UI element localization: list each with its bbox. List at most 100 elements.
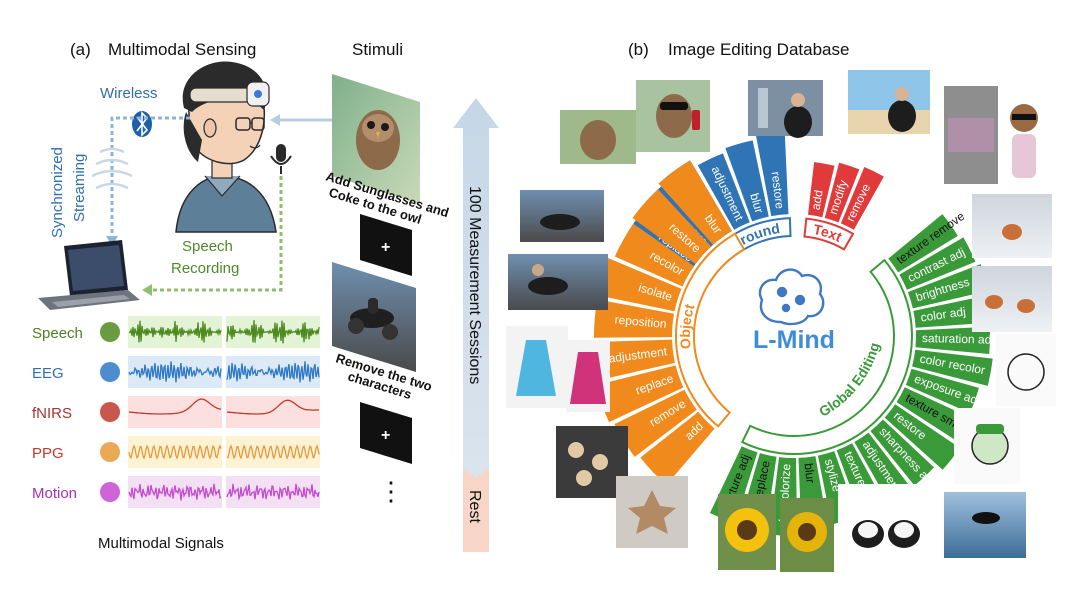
thumb-orca [944,492,1026,558]
category-item-label: blur [747,192,766,215]
category-bar [640,411,715,485]
thumb-owl-edited [636,80,710,152]
signal-row: Speech [32,316,320,348]
category-bar [870,419,934,486]
thumb-bear [1000,94,1050,182]
category-item-label: saturation adj [922,331,994,347]
person-illustration [175,61,277,233]
category-bar [840,167,884,230]
signal-panel [226,436,320,468]
category-bar [614,389,697,457]
signal-icon [100,362,120,382]
thumb-moto-2 [508,254,608,310]
thumb-moto-1 [520,190,604,242]
panel-b-label: (b) [628,40,649,59]
category-ring-segment [803,217,855,251]
fixation-cross-1: + [381,239,390,256]
fixation-cross-2: + [381,427,390,444]
thumb-sushi [838,484,934,568]
category-item-label: blur [802,462,818,483]
bluetooth-icon [132,111,152,137]
category-item-label: add [809,189,826,211]
category-bar [658,160,732,245]
panel-b-title: Image Editing Database [668,40,849,59]
category-ring-segment [675,232,746,428]
signal-label: Motion [32,485,77,502]
fixation-screen-1: + [360,214,412,276]
category-bar [594,299,675,338]
signal-icon [100,442,120,462]
signal-panel [128,396,222,428]
speech-label-line2: Recording [171,260,239,277]
category-ring-segment [740,258,913,455]
speech-dotted-line [150,176,283,292]
signal-waveform [128,444,222,460]
category-item-label: restore [769,171,787,210]
category-item-label: color adj [920,304,967,324]
category-bar [596,365,684,423]
category-bar [824,162,860,223]
signal-row: EEG [32,356,320,388]
thumb-dress-blue [506,326,568,408]
laptop-icon [38,240,140,310]
category-bar [725,140,769,222]
thumb-comic-1 [996,334,1056,406]
signal-label: PPG [32,445,64,462]
panel-a-title: Multimodal Sensing [108,40,256,59]
thumb-fox-snow-2 [972,266,1052,332]
category-item-label: reposition [614,313,667,331]
rest-label: Rest [466,490,483,523]
stimuli-ellipsis: ⋮ [378,476,404,506]
stimulus-owl-image [332,74,420,204]
thumb-man-lab [748,80,823,138]
signal-waves-icon [91,147,133,190]
panel-a-label: (a) [70,40,91,59]
microphone-icon [270,144,292,174]
signal-icon [100,322,120,342]
thumb-sunflower-1 [718,494,776,570]
category-sunburst: Backgroundreplaceremoveaddadjustmentblur… [594,132,994,540]
brain-icon [758,268,825,326]
signal-waveform [226,444,320,460]
thumb-comic-2 [954,408,1020,484]
stimulus-arrowhead [270,114,280,126]
thumb-man-beach [848,70,930,134]
speech-label-line1: Speech [182,238,233,255]
signal-label: EEG [32,365,64,382]
category-bar [907,264,989,309]
category-bar [594,257,682,312]
category-bar [912,349,993,386]
signal-row: fNIRS [32,396,320,428]
category-bar [697,153,750,230]
category-bar [905,368,979,413]
category-bar [896,387,972,443]
sync-label-line2: Streaming [71,154,88,222]
thumb-sunflower-2 [780,498,834,572]
category-bar [598,339,676,380]
signal-waveform [226,361,320,383]
category-bar [614,223,695,287]
signal-icon [100,402,120,422]
signal-row: PPG [32,436,320,468]
thumb-sign-original [944,86,998,184]
signal-waveform [128,361,222,383]
thumb-dress-pink [566,340,610,412]
signal-panel [226,396,320,428]
signal-waveform [128,398,222,415]
fixation-screen-2: + [360,402,412,464]
category-bar [632,189,712,265]
sync-label-line1: Synchronized [49,147,66,238]
sessions-label: 100 Measurement Sessions [466,186,483,384]
signal-waveform [128,483,222,501]
speech-arrowhead [142,284,152,296]
wireless-dotted-line [110,116,190,242]
signal-waveform [226,320,320,344]
wireless-label: Wireless [100,85,158,102]
category-bar [888,214,958,273]
thumb-owl-original [560,110,636,164]
category-bar [808,162,835,218]
wireless-arrowhead [106,236,118,246]
